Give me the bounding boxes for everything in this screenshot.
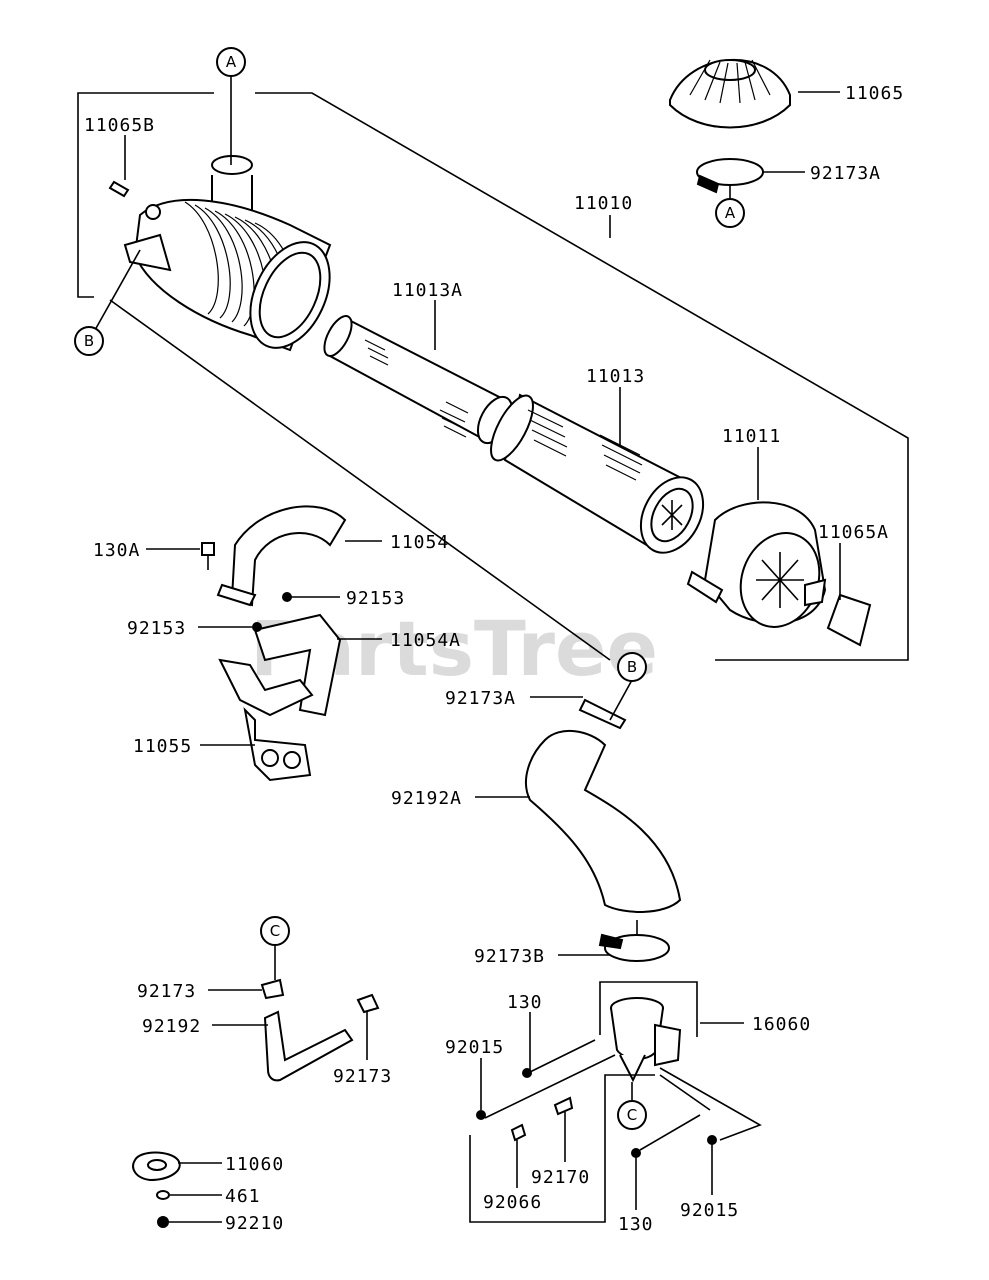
svg-text:B: B xyxy=(627,658,637,676)
label-11010: 11010 xyxy=(574,193,633,214)
plug-92066 xyxy=(510,1123,527,1142)
label-11060: 11060 xyxy=(225,1154,284,1175)
bolt-92153-left xyxy=(252,622,262,632)
svg-text:C: C xyxy=(270,922,280,940)
label-92173B: 92173B xyxy=(474,946,545,967)
label-92173-left: 92173 xyxy=(137,981,196,1002)
label-461: 461 xyxy=(225,1186,261,1207)
heat-shield-11054A xyxy=(253,613,342,717)
clamp-92173A-top xyxy=(696,158,764,194)
svg-text:B: B xyxy=(84,332,94,350)
callout-a-right: A xyxy=(715,198,745,228)
callout-c-bottom: C xyxy=(617,1100,647,1130)
washer-92015 xyxy=(476,1110,486,1120)
breather-hose-92192 xyxy=(263,1010,354,1082)
nut-92015-right xyxy=(707,1135,717,1145)
clamp-92173A-mid xyxy=(578,698,627,730)
callout-c-top: C xyxy=(260,916,290,946)
label-130-bottom: 130 xyxy=(618,1214,654,1235)
pre-cleaner-11065 xyxy=(669,59,791,129)
bracket-plate xyxy=(218,658,314,717)
evacuator-valve-11065A xyxy=(826,593,872,647)
clamp-92170 xyxy=(553,1096,574,1116)
label-92192A: 92192A xyxy=(391,788,462,809)
air-cleaner-body xyxy=(108,155,332,352)
callout-b-hose: B xyxy=(617,652,647,682)
assembly-bracket-16060 xyxy=(469,1054,762,1223)
outer-filter-11013 xyxy=(490,393,705,554)
nut-92015-left xyxy=(522,1068,532,1078)
label-130-top: 130 xyxy=(507,992,543,1013)
label-11054A: 11054A xyxy=(390,630,461,651)
label-11013A: 11013A xyxy=(392,280,463,301)
inner-filter-11013A xyxy=(323,315,514,445)
bolt-92153-right xyxy=(282,592,292,602)
label-11011: 11011 xyxy=(722,426,781,447)
label-92173-bottom: 92173 xyxy=(333,1066,392,1087)
clamp-92173-bottom xyxy=(356,993,380,1014)
heat-shield-11054 xyxy=(230,505,347,607)
label-130A: 130A xyxy=(93,540,140,561)
bolt-130A xyxy=(201,542,215,570)
assembly-bracket-11010 xyxy=(77,92,909,661)
label-92210: 92210 xyxy=(225,1213,284,1234)
label-92015-right: 92015 xyxy=(680,1200,739,1221)
label-11065: 11065 xyxy=(845,83,904,104)
washer-461 xyxy=(156,1190,170,1200)
label-16060: 16060 xyxy=(752,1014,811,1035)
hose-92192A xyxy=(525,729,682,913)
bracket-tab xyxy=(216,583,257,607)
svg-text:A: A xyxy=(226,53,237,71)
callout-a-top: A xyxy=(216,47,246,77)
label-11054: 11054 xyxy=(390,532,449,553)
label-92153-left: 92153 xyxy=(127,618,186,639)
leader-lines xyxy=(94,76,841,1223)
label-11013: 11013 xyxy=(586,366,645,387)
dust-cup-16060 xyxy=(599,981,698,1083)
label-92066: 92066 xyxy=(483,1192,542,1213)
label-92192: 92192 xyxy=(142,1016,201,1037)
label-92173A-mid: 92173A xyxy=(445,688,516,709)
bolt-130-bottom xyxy=(631,1148,641,1158)
callout-b-left: B xyxy=(74,326,104,356)
label-92153-right: 92153 xyxy=(346,588,405,609)
cap-assembly-11011 xyxy=(686,501,827,628)
svg-text:A: A xyxy=(725,204,736,222)
label-92015-left: 92015 xyxy=(445,1037,504,1058)
label-11055: 11055 xyxy=(133,736,192,757)
label-11065A: 11065A xyxy=(818,522,889,543)
label-92173A-top: 92173A xyxy=(810,163,881,184)
nut-92210 xyxy=(157,1216,169,1228)
clamp-92173-left xyxy=(260,978,285,1000)
label-11065B: 11065B xyxy=(84,115,155,136)
svg-text:C: C xyxy=(627,1106,637,1124)
label-92170: 92170 xyxy=(531,1167,590,1188)
